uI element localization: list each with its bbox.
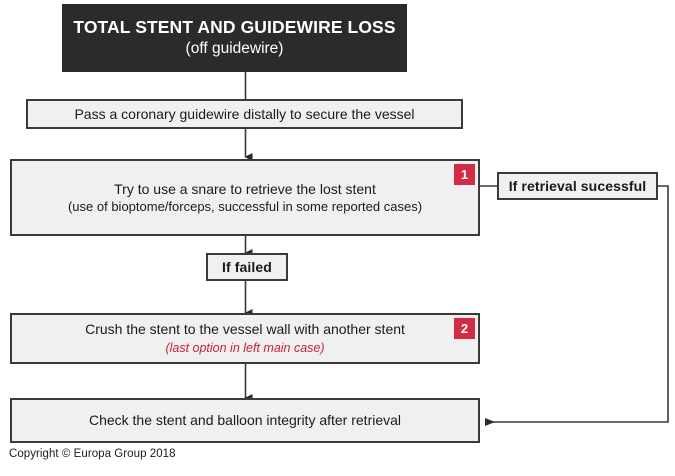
node-try-snare: Try to use a snare to retrieve the lost … (10, 159, 480, 236)
node-pass-guidewire-text: Pass a coronary guidewire distally to se… (74, 105, 415, 122)
node-if-retrieval-successful-text: If retrieval sucessful (508, 178, 647, 194)
step-badge-1: 1 (454, 164, 475, 185)
node-if-failed: If failed (206, 253, 288, 281)
node-check-integrity-text: Check the stent and balloon integrity af… (88, 412, 402, 429)
node-try-snare-line2: (use of bioptome/forceps, successful in … (67, 198, 423, 214)
node-check-integrity: Check the stent and balloon integrity af… (10, 398, 480, 443)
node-pass-guidewire: Pass a coronary guidewire distally to se… (26, 99, 463, 129)
node-if-retrieval-successful: If retrieval sucessful (497, 172, 658, 200)
node-crush-stent-note: (last option in left main case) (165, 341, 325, 356)
copyright-notice: Copyright © Europa Group 2018 (9, 448, 176, 460)
connector-successful-to-check (485, 185, 669, 426)
node-total-stent-loss: TOTAL STENT AND GUIDEWIRE LOSS (off guid… (62, 4, 407, 72)
node-try-snare-line1: Try to use a snare to retrieve the lost … (114, 180, 376, 197)
node-title-sub: (off guidewire) (185, 40, 284, 58)
node-title-main: TOTAL STENT AND GUIDEWIRE LOSS (73, 17, 396, 38)
step-badge-2: 2 (454, 318, 475, 339)
node-crush-stent-line1: Crush the stent to the vessel wall with … (85, 321, 405, 338)
node-if-failed-text: If failed (222, 259, 272, 275)
node-crush-stent: Crush the stent to the vessel wall with … (10, 313, 480, 364)
